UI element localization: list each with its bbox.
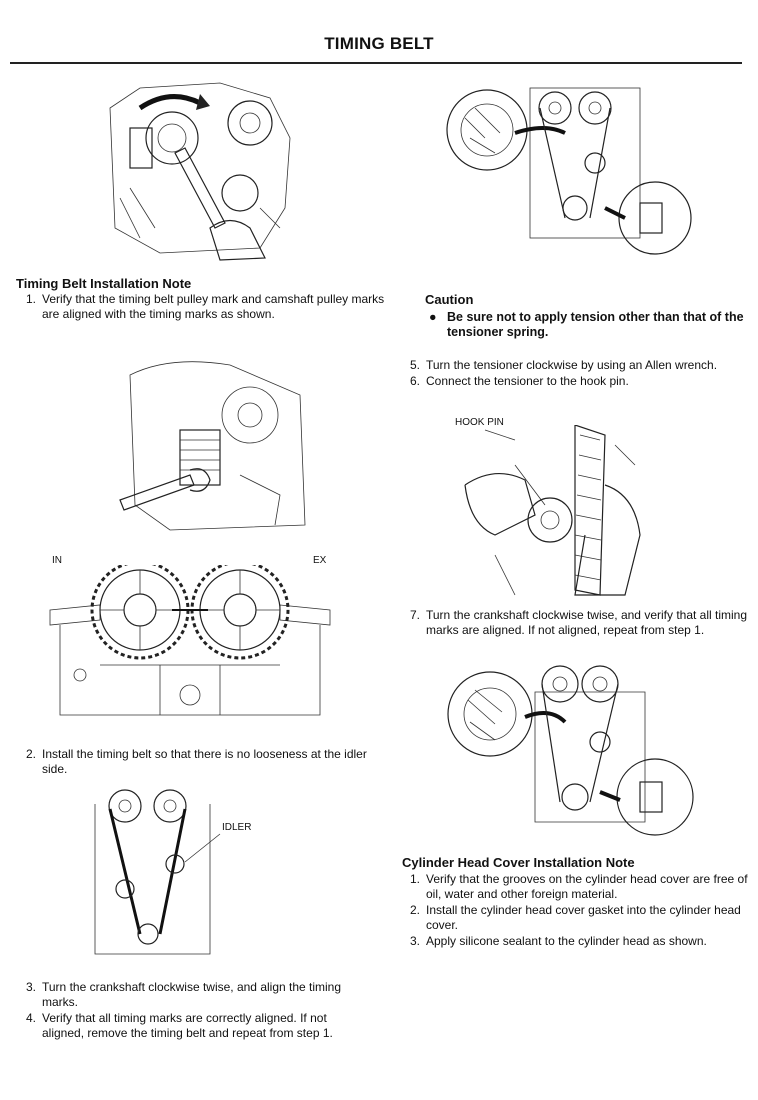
list-item: 3. Apply silicone sealant to the cylinder… <box>410 934 755 949</box>
caution-text: Be sure not to apply tension other than … <box>447 310 744 339</box>
step-number: 3. <box>26 980 37 994</box>
steps-list-1: 1. Verify that the timing belt pulley mar… <box>26 292 386 323</box>
section-title-timing-belt: Timing Belt Installation Note <box>16 276 192 291</box>
list-item: 4. Verify that all timing marks are corre… <box>26 1011 371 1041</box>
list-item: 1. Verify that the grooves on the cylinde… <box>410 872 755 902</box>
step-number: 1. <box>410 872 421 886</box>
step-text: Verify that the grooves on the cylinder … <box>426 872 748 901</box>
step-text: Verify that all timing marks are correct… <box>42 1011 333 1040</box>
label-ex: EX <box>313 555 327 566</box>
list-item: 7. Turn the crankshaft clockwise twise, a… <box>410 608 755 638</box>
steps-list-3-4: 3. Turn the crankshaft clockwise twise, a… <box>26 980 371 1042</box>
page-title: TIMING BELT <box>324 34 434 53</box>
figure-cam-pulleys-in-ex <box>40 565 340 725</box>
step-text: Install the timing belt so that there is… <box>42 747 367 776</box>
step-number: 7. <box>410 608 421 622</box>
step-number: 3. <box>410 934 421 948</box>
figure-wrench-pulley <box>100 78 300 263</box>
list-item: 2. Install the cylinder head cover gasket… <box>410 903 755 933</box>
label-in: IN <box>52 555 62 566</box>
step-text: Verify that the timing belt pulley mark … <box>42 292 385 321</box>
step-number: 2. <box>410 903 421 917</box>
label-idler: IDLER <box>222 822 252 833</box>
figure-engine-belt-bottom <box>440 662 700 842</box>
steps-list-7: 7. Turn the crankshaft clockwise twise, a… <box>410 608 755 639</box>
caution-item: ● Be sure not to apply tension other than… <box>425 310 758 340</box>
step-text: Turn the crankshaft clockwise twise, and… <box>42 980 342 1009</box>
step-text: Turn the tensioner clockwise by using an… <box>426 358 718 372</box>
figure-idler <box>90 784 290 959</box>
step-text: Apply silicone sealant to the cylinder h… <box>426 934 707 948</box>
step-number: 5. <box>410 358 421 372</box>
caution-title: Caution <box>425 292 474 307</box>
section-title-cylinder-head: Cylinder Head Cover Installation Note <box>402 855 635 870</box>
list-item: 3. Turn the crankshaft clockwise twise, a… <box>26 980 371 1010</box>
step-text: Connect the tensioner to the hook pin. <box>426 374 629 388</box>
step-number: 2. <box>26 747 37 761</box>
list-item: 6. Connect the tensioner to the hook pin. <box>410 374 740 389</box>
label-hook-pin: HOOK PIN <box>455 417 504 428</box>
list-item: 1. Verify that the timing belt pulley mar… <box>26 292 386 322</box>
figure-hook-pin <box>455 425 645 600</box>
list-item: 2. Install the timing belt so that there … <box>26 747 371 777</box>
figure-camshaft-sprocket <box>110 355 310 535</box>
figure-engine-belt-top <box>445 78 700 258</box>
steps-list-2: 2. Install the timing belt so that there … <box>26 747 371 778</box>
step-number: 6. <box>410 374 421 388</box>
step-text: Install the cylinder head cover gasket i… <box>426 903 741 932</box>
bullet-icon: ● <box>429 310 437 324</box>
step-number: 1. <box>26 292 37 306</box>
step-number: 4. <box>26 1011 37 1025</box>
step-text: Turn the crankshaft clockwise twise, and… <box>426 608 748 637</box>
steps-list-cylinder-head: 1. Verify that the grooves on the cylinde… <box>410 872 755 950</box>
steps-list-5-6: 5. Turn the tensioner clockwise by using … <box>410 358 740 390</box>
title-rule <box>10 62 742 64</box>
list-item: 5. Turn the tensioner clockwise by using … <box>410 358 740 373</box>
